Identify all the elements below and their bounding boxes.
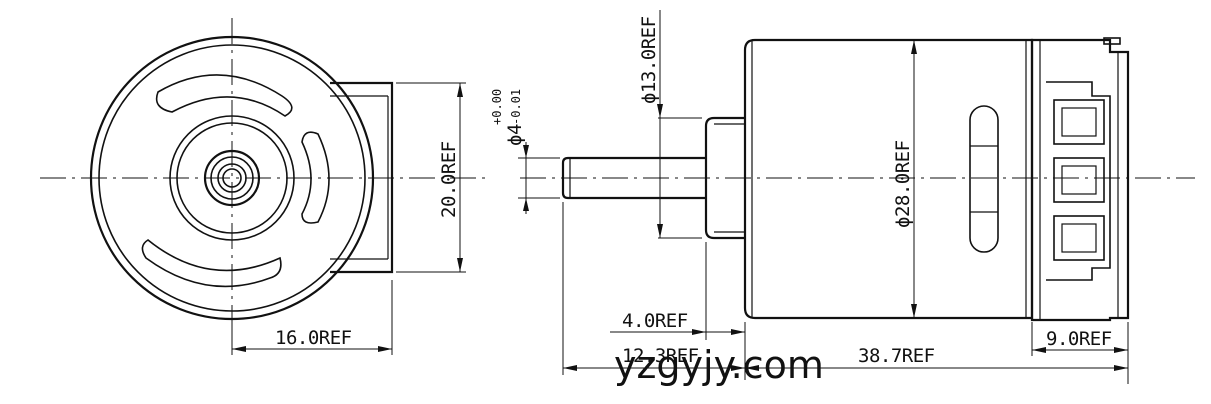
boss bbox=[704, 116, 745, 240]
motor-body bbox=[743, 38, 1034, 320]
dim-front-width: 16.0REF bbox=[275, 327, 352, 349]
arc-slot-top bbox=[155, 74, 293, 117]
dim-front-height: 20.0REF bbox=[438, 141, 460, 218]
dim-shaft-length: 12.3REF bbox=[622, 345, 699, 367]
shaft-circle bbox=[217, 163, 247, 193]
side-bracket bbox=[330, 81, 394, 274]
dim-shaft-tol-lower: -0.01 bbox=[509, 89, 523, 125]
watermark-text: yzgyjy.com bbox=[614, 343, 824, 387]
dim-boss-diameter: ϕ13.0REF bbox=[638, 16, 660, 104]
hub-outer-circle bbox=[169, 115, 295, 241]
outer-housing-circle bbox=[89, 35, 375, 321]
dim-connector-length: 9.0REF bbox=[1046, 328, 1112, 350]
hub-boss-circle bbox=[203, 149, 261, 207]
body-slot bbox=[969, 105, 999, 253]
shaft bbox=[561, 156, 706, 200]
side-view: ϕ4 +0.00 -0.01 ϕ13.0REF ϕ28.0REF 4.0REF … bbox=[490, 10, 1195, 384]
arc-slot-bottom bbox=[141, 239, 282, 288]
dim-shaft-diameter: ϕ4 bbox=[504, 124, 526, 146]
arc-slot-right bbox=[301, 131, 330, 224]
terminal-3 bbox=[1053, 215, 1105, 261]
dim-body-diameter: ϕ28.0REF bbox=[892, 140, 914, 228]
front-view: 16.0REF 20.0REF bbox=[40, 18, 490, 355]
terminal-1 bbox=[1053, 99, 1105, 145]
housing-inner-circle bbox=[98, 44, 366, 312]
dim-body-length: 38.7REF bbox=[858, 345, 935, 367]
terminal-2 bbox=[1053, 157, 1105, 203]
dim-boss-length: 4.0REF bbox=[622, 310, 688, 332]
dim-shaft-tol-upper: +0.00 bbox=[490, 89, 504, 125]
